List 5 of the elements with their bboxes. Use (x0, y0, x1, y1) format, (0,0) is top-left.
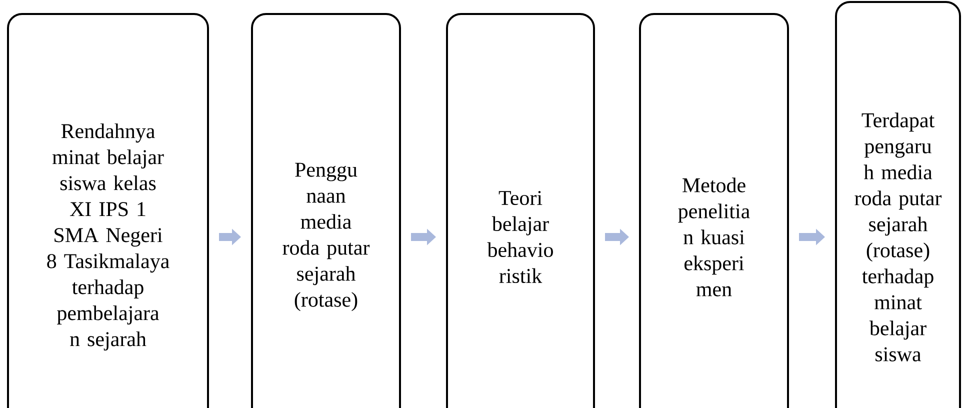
text-box: Teori belajar behavio ristik (446, 13, 595, 408)
text-box: Metode penelitia n kuasi eksperi men (639, 13, 789, 408)
text-box: Terdapat pengaru h media roda putar sejarah (rotase) terhadap minat belajar siswa (835, 1, 961, 408)
text-box: Rendahnya minat belajar siswa kelas XI IPS 1 SMA Negeri 8 Tasikmalaya terhadap pembelajara n sejarah (7, 13, 209, 408)
text-box: Penggu naan media roda putar sejarah (rotase) (251, 13, 401, 408)
